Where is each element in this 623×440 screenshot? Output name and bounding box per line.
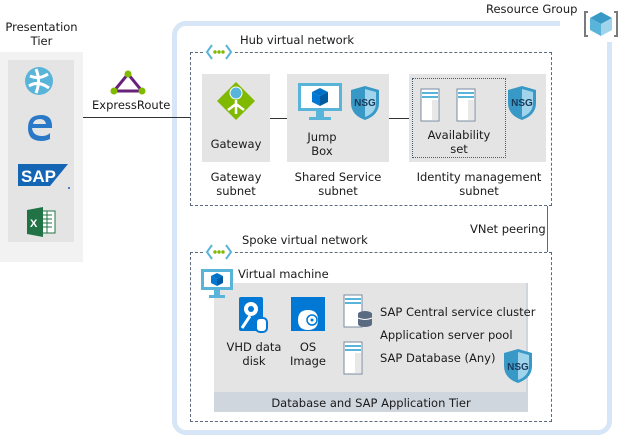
shared-subnet-label: Shared Service subnet [294,170,382,198]
vhd-label: VHD data disk [226,340,282,368]
spoke-nsg-icon: NSG [503,348,533,387]
os-image-icon [290,296,326,335]
application-server-pool-label: Application server pool [380,328,513,342]
hub-title: Hub virtual network [240,33,355,47]
gateway-jumpbox-connector [270,118,287,119]
sap-logo-icon: SAP [18,162,70,193]
jumpbox-identity-connector [389,118,409,119]
hub-vnet-icon [205,43,233,61]
svg-text:SAP: SAP [21,167,56,186]
app-tier-box [214,283,526,392]
spoke-title: Spoke virtual network [242,233,368,247]
azure-web-icon [24,66,54,99]
os-image-label: OS Image [289,340,327,368]
resource-group-frame [172,21,612,435]
vnet-peering-label: VNet peering [470,222,546,236]
server-icon [420,88,440,125]
identity-subnet-label: Identity management subnet [416,170,542,198]
svg-text:NSG: NSG [511,98,533,109]
expressroute-icon [108,70,148,99]
sap-database-label: SAP Database (Any) [380,351,496,365]
virtual-machine-icon [200,268,234,303]
availability-set-label: Availability set [427,128,491,156]
excel-icon: X [26,206,58,241]
identity-nsg-icon: NSG [507,85,537,124]
vnet-peering-connector [547,206,548,252]
spoke-virtual-network [190,252,552,422]
app-tier-label: Database and SAP Application Tier [271,396,471,410]
svg-text:NSG: NSG [354,98,376,109]
presentation-tier-title: Presentation Tier [5,20,78,48]
gateway-icon [215,80,257,125]
resource-group-icon [583,6,619,42]
shared-nsg-icon: NSG [350,85,380,124]
server-database-icon [343,294,373,333]
expressroute-connector [83,117,191,118]
edge-browser-icon [26,112,54,145]
svg-text:X: X [30,218,38,230]
expressroute-label: ExpressRoute [92,98,171,112]
svg-text:NSG: NSG [507,362,529,373]
hub-virtual-network [190,52,552,206]
virtual-machine-label: Virtual machine [238,267,329,281]
availability-set-box [412,78,506,158]
gateway-label: Gateway [210,137,262,151]
spoke-vnet-icon [205,243,233,261]
jump-box-label: Jump Box [307,130,337,158]
vhd-disk-icon [238,296,268,337]
resource-group-label: Resource Group [486,2,578,16]
server-icon [456,88,476,125]
jump-box-vm-icon [297,82,343,125]
server-icon [343,341,363,378]
gateway-subnet-label: Gateway subnet [210,170,262,198]
sap-central-service-label: SAP Central service cluster [380,305,536,319]
